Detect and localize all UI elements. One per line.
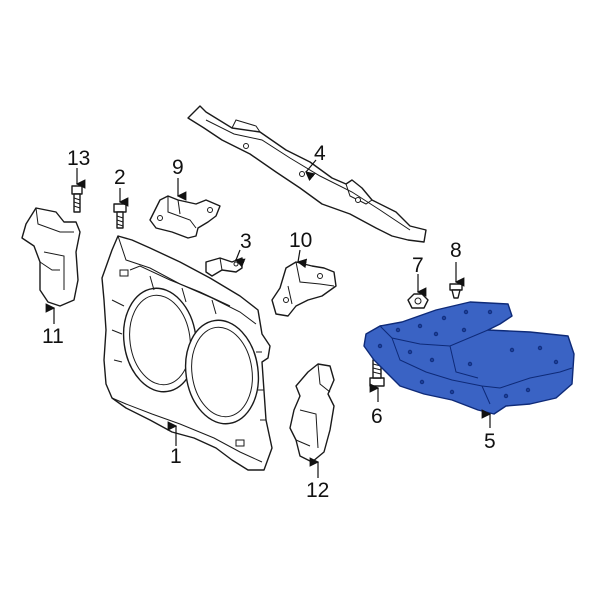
bracket-9-part xyxy=(149,195,221,239)
leader-3 xyxy=(234,249,246,268)
callout-2: 2 xyxy=(114,166,126,189)
leader-10 xyxy=(296,249,308,269)
callout-4: 4 xyxy=(314,142,326,165)
leader-arrows xyxy=(45,159,492,478)
callout-6: 6 xyxy=(371,405,383,428)
callout-11: 11 xyxy=(42,325,64,348)
right-air-guide-part xyxy=(289,363,335,463)
engine-undercover-part xyxy=(363,301,575,415)
clip-8-part xyxy=(449,283,463,299)
leader-4 xyxy=(305,159,317,182)
callout-5: 5 xyxy=(484,430,496,453)
callout-12: 12 xyxy=(306,479,330,502)
callout-10: 10 xyxy=(289,229,313,252)
left-air-guide-part xyxy=(21,207,81,307)
bolt-13-part xyxy=(71,185,83,213)
bolt-2-part xyxy=(113,203,127,229)
nut-7-part xyxy=(407,293,429,309)
callout-3: 3 xyxy=(240,230,252,253)
radiator-core-support-part xyxy=(101,235,273,471)
bracket-10-part xyxy=(271,261,337,317)
callout-8: 8 xyxy=(450,239,462,262)
callout-9: 9 xyxy=(172,156,184,179)
callout-13: 13 xyxy=(67,147,91,170)
callout-1: 1 xyxy=(170,445,182,468)
bracket-3-part xyxy=(205,257,243,277)
callout-7: 7 xyxy=(412,254,424,277)
upper-support-bar-part xyxy=(187,105,427,243)
